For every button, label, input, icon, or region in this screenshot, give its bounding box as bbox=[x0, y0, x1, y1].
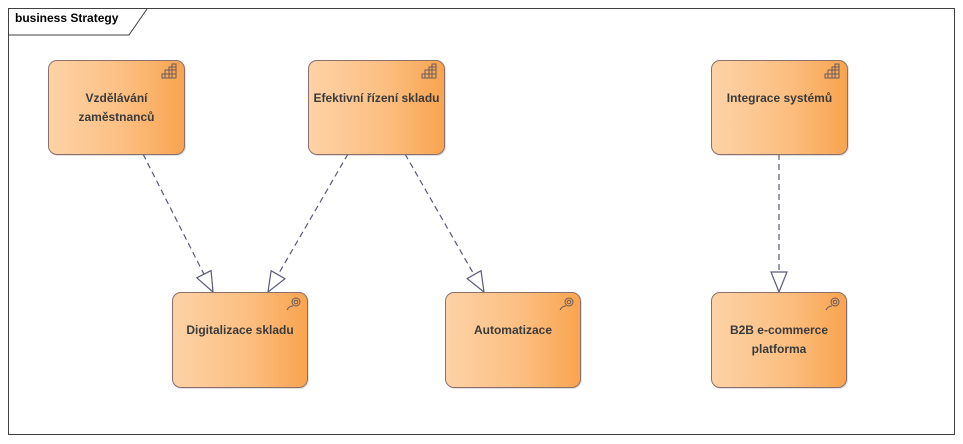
business-service-icon bbox=[286, 297, 301, 311]
node-label: Vzdělávání zaměstnanců bbox=[78, 91, 155, 124]
realization-connector-efektivni-automatizace[interactable] bbox=[404, 153, 475, 275]
realization-connector-efektivni-digitalizace[interactable] bbox=[277, 153, 349, 275]
node-integrace[interactable]: Integrace systémů bbox=[711, 60, 848, 155]
node-efektivni[interactable]: Efektivní řízení skladu bbox=[308, 60, 445, 155]
realization-arrowhead-digitalizace bbox=[195, 269, 214, 294]
frame-title-tab bbox=[9, 9, 148, 36]
capability-icon bbox=[824, 63, 840, 79]
realization-arrowhead-b2b bbox=[770, 271, 788, 294]
node-label: Automatizace bbox=[473, 323, 553, 337]
node-label: Integrace systémů bbox=[726, 91, 833, 105]
node-b2b[interactable]: B2B e-commerce platforma bbox=[711, 292, 847, 388]
business-service-icon bbox=[825, 297, 840, 311]
node-digitalizace[interactable]: Digitalizace skladu bbox=[172, 292, 308, 388]
node-automatizace[interactable]: Automatizace bbox=[445, 292, 581, 388]
capability-icon bbox=[421, 63, 437, 79]
node-vzdelavani[interactable]: Vzdělávání zaměstnanců bbox=[48, 60, 185, 155]
node-label: B2B e-commerce platforma bbox=[729, 323, 829, 356]
realization-arrowhead-automatizace bbox=[466, 269, 485, 294]
node-label: Efektivní řízení skladu bbox=[313, 91, 440, 105]
business-service-icon bbox=[559, 297, 574, 311]
frame-title: business Strategy bbox=[15, 11, 119, 25]
realization-arrowhead-digitalizace bbox=[267, 269, 287, 294]
capability-icon bbox=[161, 63, 177, 79]
realization-connector-vzdelavani-digitalizace[interactable] bbox=[142, 153, 205, 275]
node-label: Digitalizace skladu bbox=[186, 323, 294, 337]
